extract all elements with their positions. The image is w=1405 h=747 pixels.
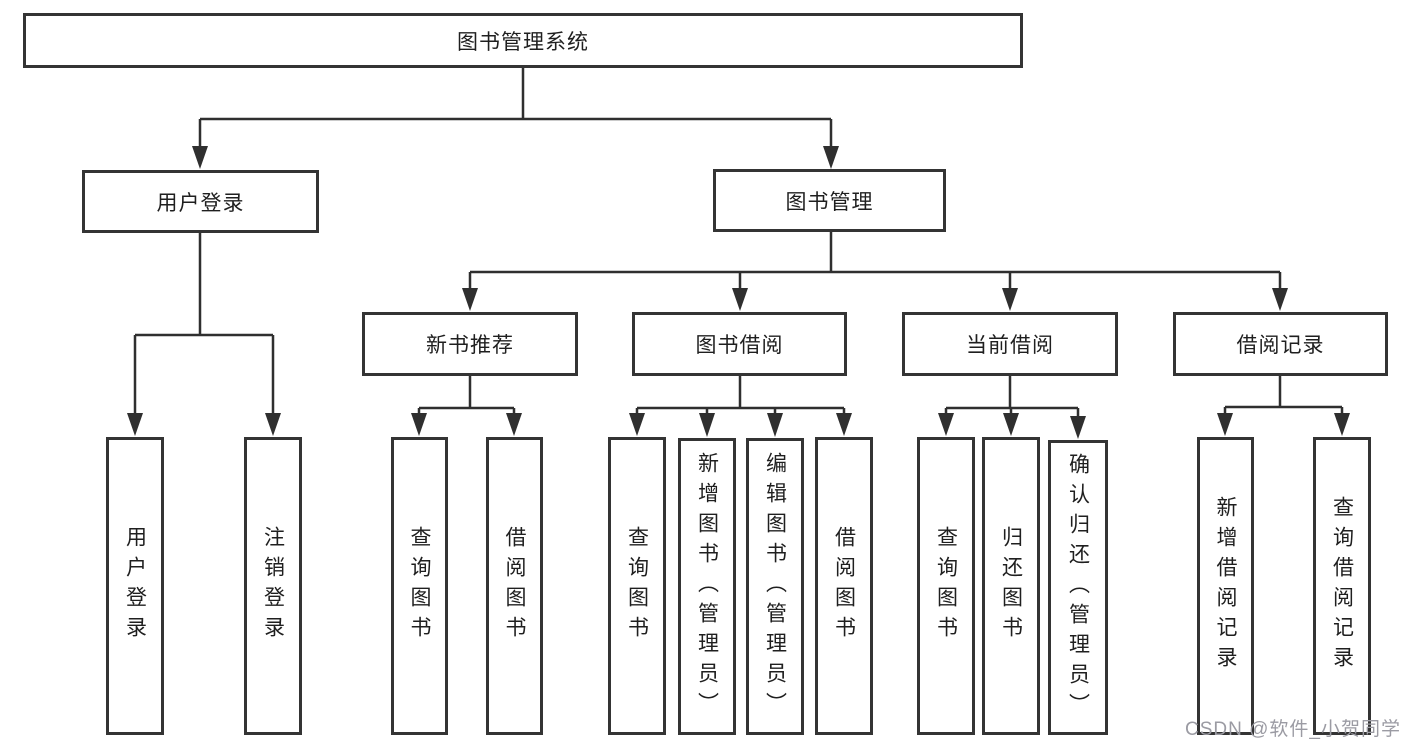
leaf-add-borrow-record-label: 新增借阅记录 [1214, 496, 1237, 676]
leaf-user-login: 用户登录 [106, 437, 164, 735]
node-book-borrow-label: 图书借阅 [695, 334, 784, 357]
leaf-add-borrow-record: 新增借阅记录 [1197, 437, 1254, 735]
node-borrow-records: 借阅记录 [1173, 312, 1388, 376]
leaf-return-book-label: 归还图书 [999, 526, 1023, 646]
node-borrow-records-label: 借阅记录 [1236, 334, 1325, 357]
leaf-add-book-admin-label: 新增图书（管理员） [695, 451, 719, 722]
node-new-book-recommend: 新书推荐 [362, 312, 578, 376]
csdn-watermark: CSDN @软件_小贺同学 [1185, 719, 1401, 740]
leaf-query-book-3-label: 查询图书 [934, 526, 958, 646]
node-root: 图书管理系统 [23, 13, 1023, 68]
leaf-confirm-return-admin-label: 确认归还（管理员） [1066, 452, 1090, 723]
node-user-login-label: 用户登录 [156, 191, 245, 215]
node-book-management: 图书管理 [713, 169, 946, 232]
leaf-query-book-2-label: 查询图书 [625, 526, 649, 646]
leaf-add-book-admin: 新增图书（管理员） [678, 438, 736, 735]
leaf-query-borrow-record-label: 查询借阅记录 [1330, 496, 1354, 676]
leaf-query-book-3: 查询图书 [917, 437, 975, 735]
node-user-login: 用户登录 [82, 170, 319, 233]
node-book-borrow: 图书借阅 [632, 312, 847, 376]
node-current-borrow-label: 当前借阅 [966, 334, 1054, 357]
node-book-management-label: 图书管理 [785, 190, 874, 214]
leaf-query-borrow-record: 查询借阅记录 [1313, 437, 1371, 735]
leaf-query-book-1-label: 查询图书 [408, 526, 431, 646]
leaf-edit-book-admin-label: 编辑图书（管理员） [763, 451, 787, 722]
leaf-query-book-2: 查询图书 [608, 437, 666, 735]
leaf-borrow-book-2: 借阅图书 [815, 437, 873, 735]
leaf-edit-book-admin: 编辑图书（管理员） [746, 438, 804, 735]
node-new-book-recommend-label: 新书推荐 [426, 334, 514, 357]
leaf-query-book-1: 查询图书 [391, 437, 448, 735]
leaf-borrow-book-1: 借阅图书 [486, 437, 543, 735]
leaf-logout-label: 注销登录 [261, 526, 285, 646]
leaf-borrow-book-2-label: 借阅图书 [832, 526, 856, 646]
leaf-confirm-return-admin: 确认归还（管理员） [1048, 440, 1108, 735]
node-root-label: 图书管理系统 [457, 30, 589, 54]
leaf-return-book: 归还图书 [982, 437, 1040, 735]
leaf-logout: 注销登录 [244, 437, 302, 735]
leaf-borrow-book-1-label: 借阅图书 [503, 526, 526, 646]
node-current-borrow: 当前借阅 [902, 312, 1118, 376]
leaf-user-login-label: 用户登录 [123, 526, 147, 646]
